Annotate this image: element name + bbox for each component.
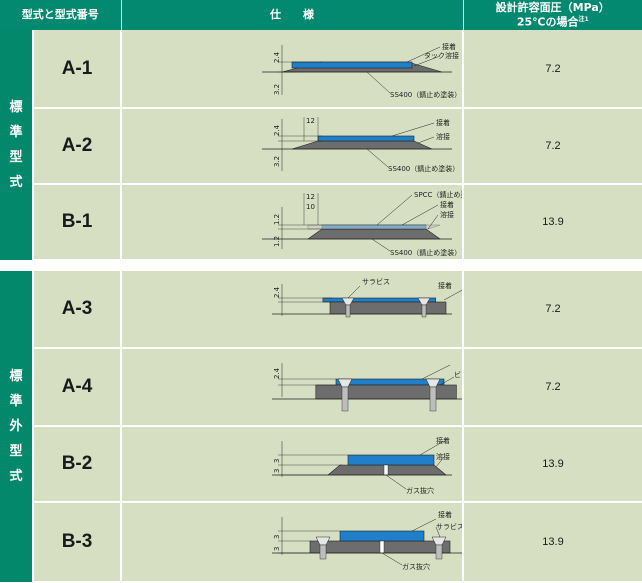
dim-bottom: 3.2 [273,83,281,94]
diagram-b3: 3 3 接着 サラビス ガス抜穴 [121,502,463,582]
label-screw: サラビス [436,522,462,531]
pressure-value: 7.2 [463,108,642,184]
table-row: 標 準 型 式 A-1 2.4 3.2 接着 [0,30,642,108]
label-adhesive: 接着 [436,436,450,445]
label-spcc: SPCC（錆止め塗装） [414,190,462,199]
dim-top: 3 [273,459,281,463]
group-nonstandard-char: 準 [9,389,22,414]
label-adhesive: 接着 [438,281,452,290]
pressure-value: 7.2 [463,30,642,108]
label-weld: タック溶接 [424,51,459,60]
pressure-value: 7.2 [463,271,642,348]
group-standard-char: 準 [9,120,22,145]
dim-bottom: 1.2 [273,236,281,247]
table-row: A-2 12 2.4 3.2 接着 溶接 SS400（錆止め塗装） [0,108,642,184]
label-adhesive: 接着 [442,42,456,51]
pressure-value: 13.9 [463,502,642,582]
label-adhesive: 接着 [436,118,450,127]
dim-width: 12 [306,193,315,201]
group-nonstandard-char: 式 [9,464,22,489]
dim-bottom: 3 [273,469,281,473]
dim-top: 3 [273,535,281,539]
label-screw: サラビス [362,277,390,286]
diagram-a4: 2.4 接着 ビスまたはボルト [121,348,463,426]
header-pressure: 設計許容面圧（MPa） 25℃の場合注1 [463,0,642,30]
diagram-a1: 2.4 3.2 接着 タック溶接 SS400（錆止め塗装） [121,30,463,108]
header-pressure-line2: 25℃の場合 [517,15,579,28]
dim-bottom: 3.2 [273,156,281,167]
pressure-value: 7.2 [463,348,642,426]
dim-top: 2.4 [273,367,281,379]
label-weld: 溶接 [436,132,450,141]
model-code: A-2 [33,108,121,184]
header-row: 型式と型式番号 仕 様 設計許容面圧（MPa） 25℃の場合注1 [0,0,642,30]
model-code: B-2 [33,426,121,502]
diagram-a2: 12 2.4 3.2 接着 溶接 SS400（錆止め塗装） [121,108,463,184]
dim-bottom: 3 [273,547,281,551]
group-standard-char: 型 [9,145,22,170]
model-code: A-1 [33,30,121,108]
table-row: B-1 12 10 1.2 1.2 SPCC（錆止め塗装） 接着 [0,184,642,260]
pressure-value: 13.9 [463,184,642,260]
table-row: B-2 3 3 接着 溶接 ガス抜穴 13.9 [0,426,642,502]
table-row: 標 準 外 型 式 A-3 2.4 [0,271,642,348]
dim-top: 2.4 [273,124,281,136]
group-nonstandard: 標 準 外 型 式 [0,271,33,582]
group-standard: 標 準 型 式 [0,30,33,260]
dim-top: 2.4 [273,286,281,298]
label-material: SS400（錆止め塗装） [390,90,461,99]
header-spec: 仕 様 [121,0,463,30]
diagram-a3: 2.4 サラビス 接着 [121,271,463,348]
dim-top: 2.4 [273,51,281,63]
label-weld: 溶接 [440,210,454,219]
dim-top: 1.2 [273,214,281,225]
diagram-b2: 3 3 接着 溶接 ガス抜穴 [121,426,463,502]
pressure-value: 13.9 [463,426,642,502]
table-row: B-3 3 3 接着 サラビス [0,502,642,582]
label-material: SS400（錆止め塗装） [390,248,461,257]
dim-width: 12 [306,117,315,125]
label-weld: 溶接 [436,452,450,461]
diagram-b1: 12 10 1.2 1.2 SPCC（錆止め塗装） 接着 溶接 SS400（錆止… [121,184,463,260]
model-code: A-4 [33,348,121,426]
header-note: 注1 [578,16,588,23]
header-pressure-line1: 設計許容面圧（MPa） [464,2,642,14]
label-vent-hole: ガス抜穴 [406,486,434,495]
group-standard-char: 標 [9,95,22,120]
header-model: 型式と型式番号 [0,0,121,30]
label-bolt: ビスまたはボルト [454,370,462,379]
dim-width-inner: 10 [306,203,315,211]
label-adhesive: 接着 [440,200,454,209]
group-nonstandard-char: 外 [9,414,22,439]
model-code: B-1 [33,184,121,260]
group-standard-char: 式 [9,170,22,195]
label-vent-hole: ガス抜穴 [402,562,430,571]
label-material: SS400（錆止め塗装） [388,164,459,173]
table-row: A-4 2.4 接着 ビスまたはボルト 7.2 [0,348,642,426]
label-adhesive: 接着 [438,510,452,519]
group-nonstandard-char: 型 [9,439,22,464]
model-code: B-3 [33,502,121,582]
model-code: A-3 [33,271,121,348]
group-nonstandard-char: 標 [9,364,22,389]
